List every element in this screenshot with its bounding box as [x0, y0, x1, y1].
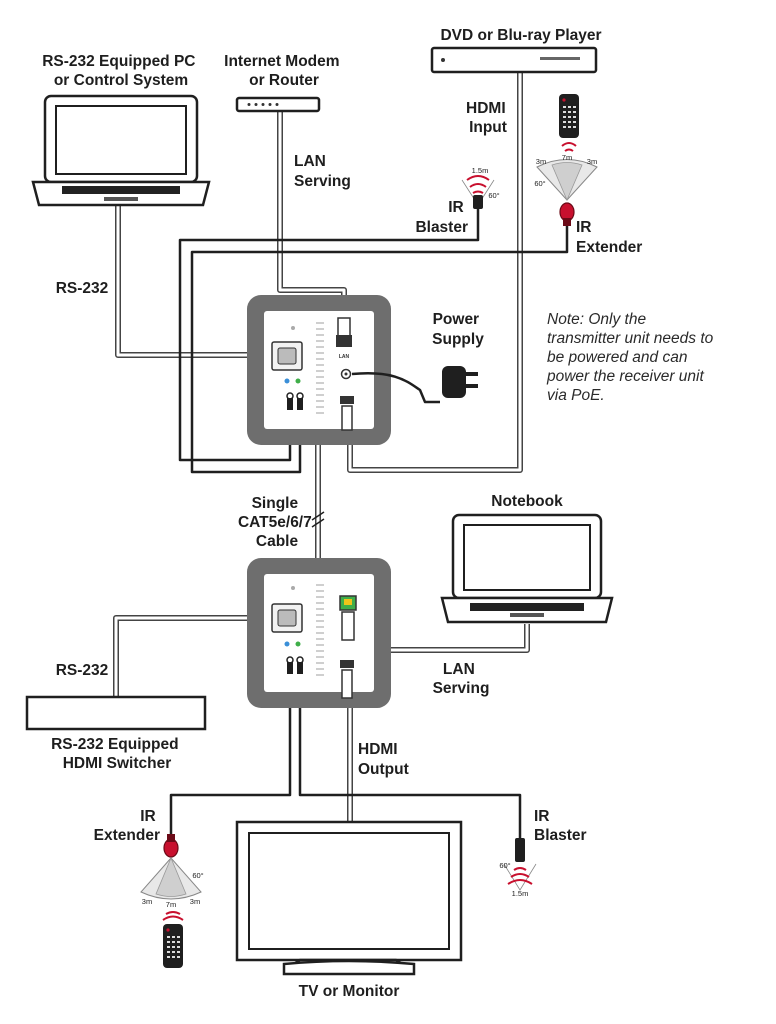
remote-bottom: [162, 911, 184, 968]
label-power-supply: Power Supply: [432, 311, 484, 348]
transmitter-unit: LAN: [247, 295, 391, 445]
extender-bottom-angle: 60°: [192, 871, 203, 880]
svg-text:LAN: LAN: [339, 354, 350, 360]
tv-monitor: [235, 820, 463, 976]
label-tv-monitor: TV or Monitor: [299, 983, 400, 1000]
extender-top-left-distance: 3m: [536, 157, 546, 166]
label-hdmi-output: HDMI Output: [358, 741, 409, 778]
label-modem: Internet Modem or Router: [224, 53, 344, 89]
extender-top-center-distance: 7m: [562, 153, 572, 162]
blaster-top-distance: 1.5m: [472, 166, 489, 175]
note-text: Note: Only the transmitter unit needs to…: [546, 311, 718, 404]
power-supply-icon: [351, 366, 478, 404]
extender-bottom-left-distance: 3m: [142, 897, 152, 906]
ir-wires: [169, 208, 569, 840]
labels: RS-232 Equipped PC or Control System Int…: [42, 27, 718, 1000]
extender-top-right-distance: 3m: [587, 157, 597, 166]
label-hdmi-input: HDMI Input: [466, 100, 510, 136]
ir-blaster-bottom-icon: 60° 1.5m: [499, 838, 537, 898]
blaster-bottom-distance: 1.5m: [512, 889, 529, 898]
label-ir-blaster-top: IR Blaster: [415, 199, 468, 236]
label-dvd-player: DVD or Blu-ray Player: [440, 27, 601, 44]
label-notebook: Notebook: [491, 493, 563, 510]
ir-receiver-top-icon: [559, 202, 575, 226]
blaster-bottom-angle: 60°: [499, 861, 510, 870]
receiver-unit: [247, 558, 391, 708]
ir-extender-fan-top: 3m 7m 3m 60°: [534, 153, 598, 202]
ir-receiver-bottom-icon: [163, 834, 179, 858]
remote-top: [559, 94, 579, 152]
label-rs232-top: RS-232: [56, 280, 109, 297]
label-ir-extender-bottom: IR Extender: [94, 808, 160, 844]
label-rs232-bottom: RS-232: [56, 662, 109, 679]
extender-bottom-center-distance: 7m: [166, 900, 176, 909]
label-lan-serving-top: LAN Serving: [294, 153, 351, 190]
ir-extender-fan-bottom: 3m 7m 3m 60°: [140, 856, 204, 909]
label-ir-extender-top: IR Extender: [576, 219, 642, 256]
dvd-player: [430, 46, 598, 74]
extender-bottom-right-distance: 3m: [190, 897, 200, 906]
label-hdmi-switcher: RS-232 Equipped HDMI Switcher: [51, 736, 183, 772]
hdmi-switcher: [25, 695, 207, 731]
label-rs232-pc: RS-232 Equipped PC or Control System: [42, 53, 200, 89]
pc-laptop: [31, 94, 211, 207]
cable-break-mark: [311, 511, 325, 528]
label-lan-serving-bottom: LAN Serving: [433, 661, 490, 697]
notebook-laptop: [440, 513, 614, 624]
label-ir-blaster-bottom: IR Blaster: [534, 808, 587, 844]
label-cable: Single CAT5e/6/7 Cable: [238, 495, 316, 550]
blaster-top-angle: 60°: [488, 191, 499, 200]
ir-blaster-top-icon: 1.5m 60°: [461, 166, 500, 209]
modem-router: [235, 96, 321, 113]
extender-top-angle: 60°: [534, 179, 545, 188]
